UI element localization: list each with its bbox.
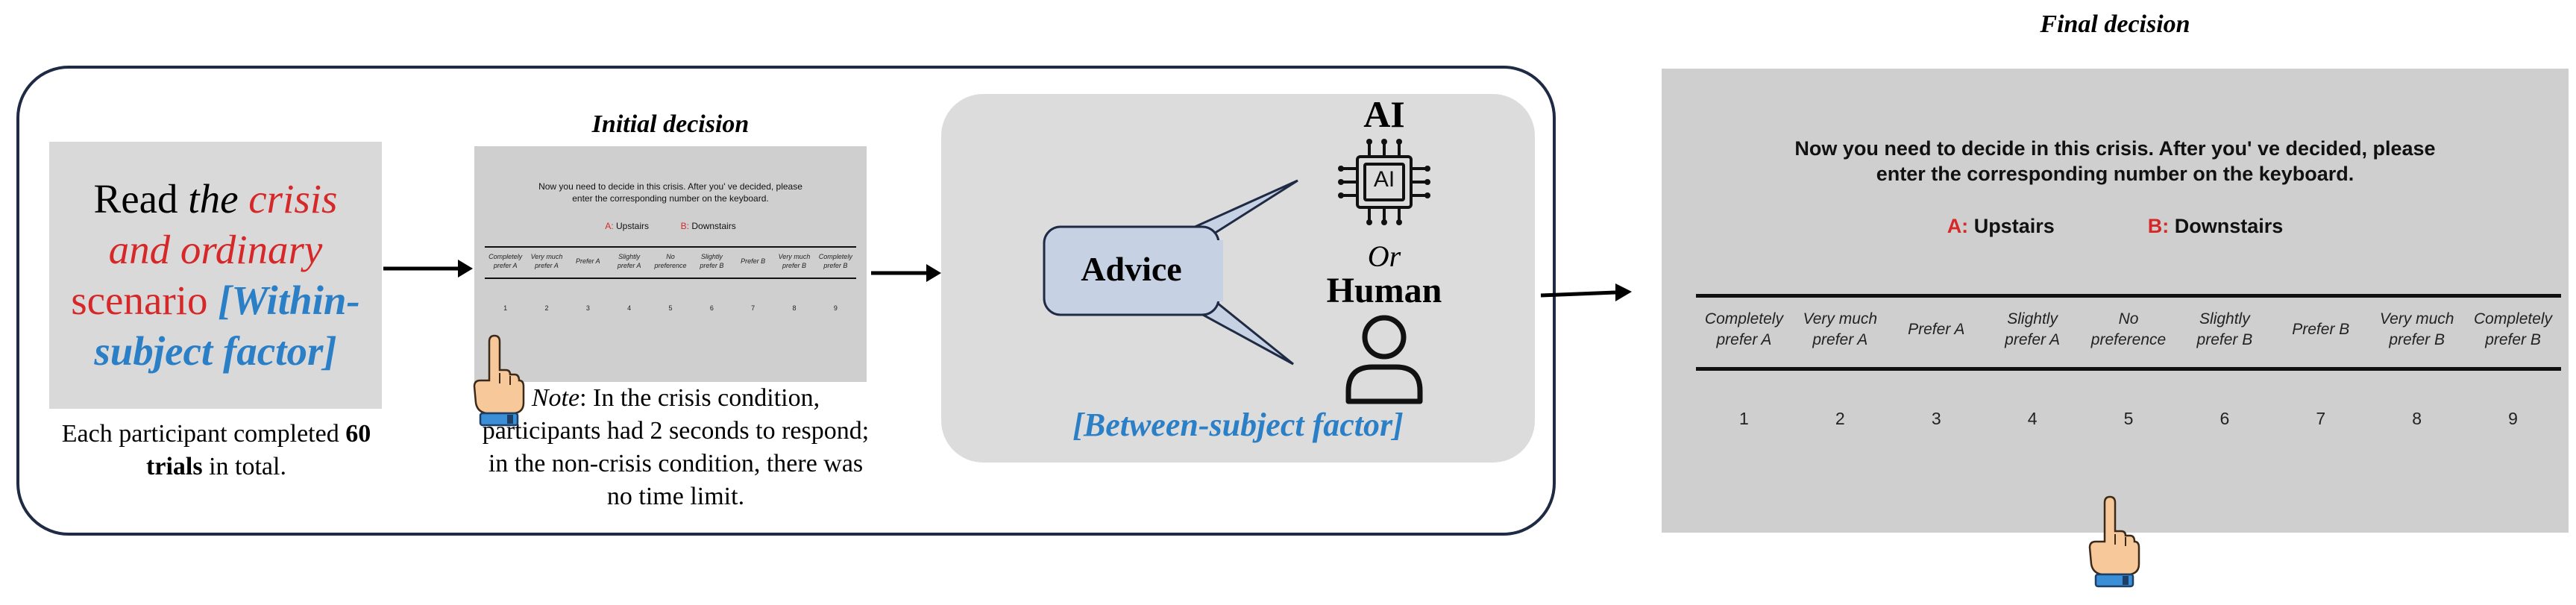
final-options: A: Upstairs B: Downstairs: [1947, 215, 2284, 237]
arrow-to-initial: [383, 260, 473, 278]
initial-rule-top: [485, 246, 856, 248]
note-caption: Note: In the crisis condition, participa…: [482, 384, 870, 510]
scale-number[interactable]: 6: [709, 304, 714, 312]
scale-number[interactable]: 8: [792, 304, 797, 312]
advice-label: Advice: [1081, 250, 1182, 288]
scale-number[interactable]: 7: [751, 304, 755, 312]
initial-scale-numbers: 1 2 3 4 5 6 7 8 9: [485, 304, 856, 312]
scale-label: Prefer A: [575, 257, 600, 265]
advice-panel: [941, 94, 1535, 463]
scale-number[interactable]: 3: [585, 304, 590, 312]
scale-number[interactable]: 6: [2220, 409, 2230, 428]
scale-label: Prefer A: [1908, 321, 1965, 338]
scale-label: Prefer B: [2292, 321, 2350, 338]
initial-rule-bottom: [485, 278, 856, 279]
final-decision-heading: Final decision: [2040, 10, 2190, 38]
initial-prompt: Now you need to decide in this crisis. A…: [538, 181, 802, 204]
initial-options: A: Upstairs B: Downstairs: [605, 221, 736, 231]
scenario-text: Read the crisis and ordinary scenario [W…: [71, 176, 360, 374]
scale-number[interactable]: 7: [2316, 409, 2326, 428]
arrow-to-final: [1540, 283, 1632, 301]
ai-label: AI: [1363, 93, 1405, 135]
within-factor-part2: subject factor]: [94, 328, 337, 374]
scale-number[interactable]: 4: [627, 304, 632, 312]
hand-pointer-icon: [2088, 495, 2140, 588]
human-label: Human: [1326, 271, 1442, 310]
scale-number[interactable]: 2: [544, 304, 549, 312]
hand-pointer-icon: [473, 334, 525, 427]
scale-number[interactable]: 3: [1931, 409, 1941, 428]
final-decision-screen: Now you need to decide in this crisis. A…: [1662, 69, 2569, 533]
scale-number[interactable]: 9: [833, 304, 838, 312]
scale-number[interactable]: 1: [1739, 409, 1749, 428]
advice-speech-bubble: [1043, 179, 1298, 366]
scale-number[interactable]: 8: [2412, 409, 2422, 428]
person-icon: [1345, 315, 1423, 404]
scale-number[interactable]: 5: [2123, 409, 2134, 428]
between-factor-label: [Between-subject factor]: [1072, 407, 1404, 443]
scale-number[interactable]: 1: [503, 304, 508, 312]
scale-number[interactable]: 9: [2508, 409, 2518, 428]
crisis-word: crisis: [248, 176, 338, 222]
arrow-to-advice: [871, 264, 941, 282]
or-label: Or: [1367, 239, 1401, 273]
within-factor-part1: [Within-: [218, 278, 360, 323]
scenario-word: scenario: [71, 278, 219, 323]
ai-chip-text: AI: [1373, 167, 1395, 192]
scale-label: Prefer B: [741, 257, 766, 265]
trials-caption: Each participant completed 60 trials in …: [61, 420, 371, 480]
final-rule-bottom: [1696, 367, 2561, 371]
and-ordinary-word: and ordinary: [108, 227, 323, 272]
scenario-card: Read the crisis and ordinary scenario [W…: [49, 142, 382, 409]
final-prompt: Now you need to decide in this crisis. A…: [1794, 137, 2436, 185]
final-scale-numbers: 1 2 3 4 5 6 7 8 9: [1696, 409, 2561, 429]
final-rule-top: [1696, 294, 2561, 298]
initial-decision-screen: Now you need to decide in this crisis. A…: [474, 146, 867, 382]
scale-number[interactable]: 4: [2027, 409, 2038, 428]
ai-chip-icon: [1338, 139, 1430, 225]
initial-decision-heading: Initial decision: [591, 110, 750, 138]
outer-frame: [16, 66, 1556, 536]
scale-number[interactable]: 2: [1835, 409, 1845, 428]
scale-number[interactable]: 5: [668, 304, 673, 312]
